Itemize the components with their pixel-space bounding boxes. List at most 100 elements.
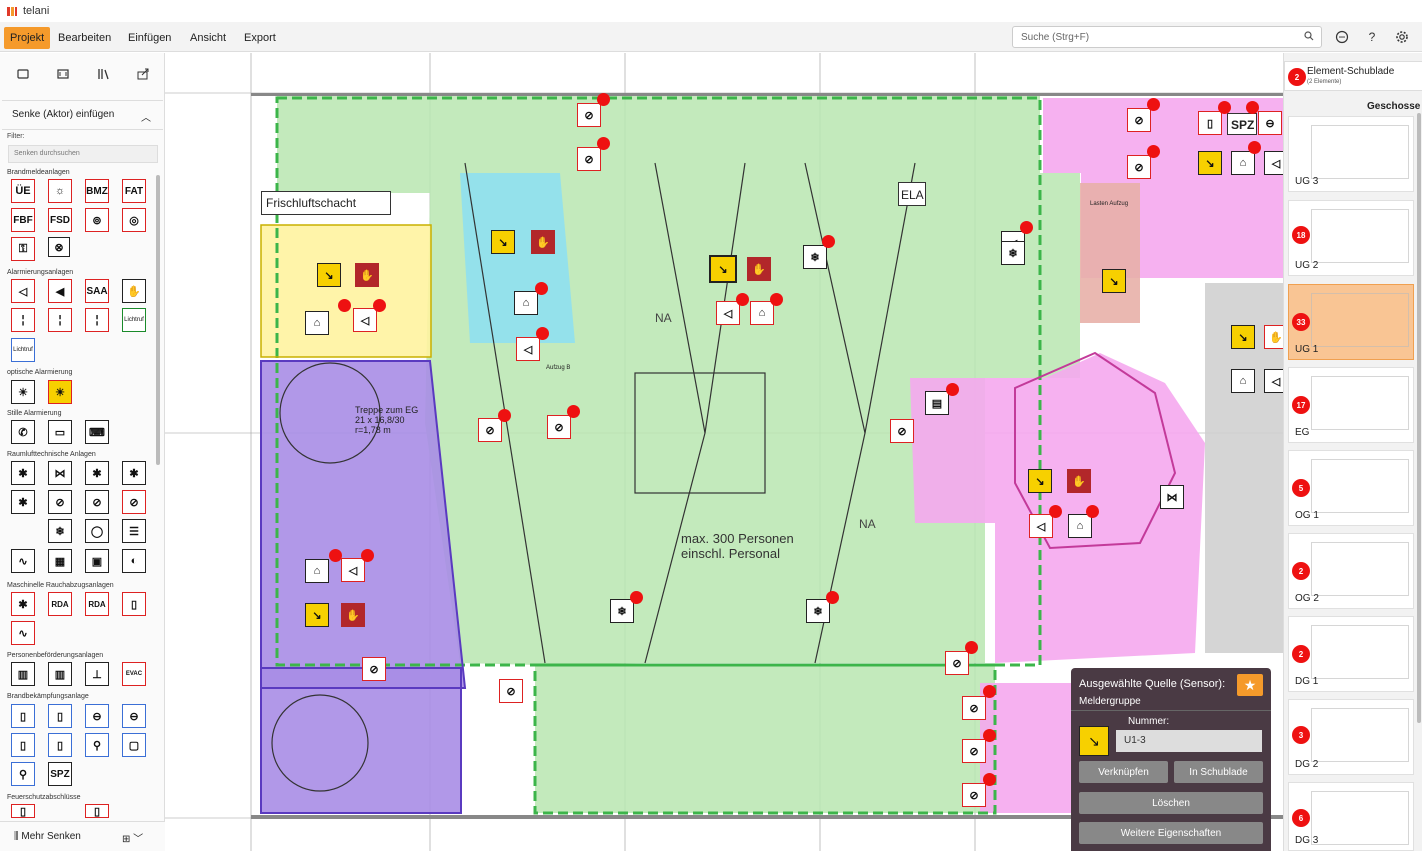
plan-damper-12[interactable]: ⊘ — [962, 739, 986, 763]
plan-detector-1[interactable]: ↘ — [491, 230, 515, 254]
plan-damper-9[interactable]: ⊘ — [1127, 108, 1151, 132]
valve2-symbol-icon[interactable]: ⊘ — [85, 490, 109, 514]
left-scrollbar[interactable] — [156, 175, 160, 465]
antenna-symbol-icon[interactable]: ⊚ — [85, 208, 109, 232]
symbol-rda[interactable]: RDA — [48, 592, 72, 616]
filter-input[interactable]: Senken durchsuchen — [8, 145, 158, 163]
pump-symbol-icon[interactable]: ▢ — [122, 733, 146, 757]
share-icon[interactable] — [136, 67, 152, 83]
symbol-saa[interactable]: SAA — [85, 279, 109, 303]
floor-ug3[interactable]: UG 3 — [1288, 116, 1414, 192]
rda-fan-symbol-icon[interactable]: ✱ — [11, 592, 35, 616]
plan-speaker-1[interactable]: ◁ — [716, 301, 740, 325]
dial-symbol-icon[interactable]: ◐ — [122, 549, 146, 573]
plan-speaker-3[interactable]: ◁ — [516, 337, 540, 361]
plan-damper-11[interactable]: ⊘ — [962, 696, 986, 720]
valve3-symbol-icon[interactable]: ⊘ — [122, 490, 146, 514]
plan-damper-6[interactable]: ⊘ — [499, 679, 523, 703]
circle-symbol-icon[interactable]: ◯ — [85, 519, 109, 543]
sprinkler2-symbol-icon[interactable]: ▯ — [48, 704, 72, 728]
plan-detector-3[interactable]: ↘ — [305, 603, 329, 627]
plan-damper-3[interactable]: ⊘ — [478, 418, 502, 442]
plan-speaker-2[interactable]: ◁ — [353, 308, 377, 332]
signal-red-symbol-icon[interactable]: ¦ — [11, 308, 35, 332]
plan-speaker-6[interactable]: ◁ — [1264, 151, 1283, 175]
elevator2-symbol-icon[interactable]: ▥ — [48, 662, 72, 686]
plan-damper-4[interactable]: ⊘ — [547, 415, 571, 439]
valve-blue2-symbol-icon[interactable]: ⊖ — [122, 704, 146, 728]
plan-lamp-4[interactable]: ⌂ — [305, 559, 329, 583]
plan-lamp-1[interactable]: ⌂ — [750, 301, 774, 325]
extinguisher-symbol-icon[interactable]: ⚲ — [85, 733, 109, 757]
nummer-input[interactable]: U1-3 — [1116, 730, 1262, 752]
flash-symbol-icon[interactable]: ☀ — [11, 380, 35, 404]
door-symbol-icon[interactable]: ▯ — [11, 804, 35, 818]
mehr-senken-button[interactable]: ⫼ Mehr Senken — [14, 831, 81, 842]
plan-detector-4[interactable]: ↘ — [1028, 469, 1052, 493]
symbol-lichtruf-2[interactable]: Lichtruf — [11, 338, 35, 362]
damper-symbol-icon[interactable]: ⋈ — [48, 461, 72, 485]
heater-symbol-icon[interactable]: ▦ — [48, 549, 72, 573]
element-drawer[interactable]: 2 Element-Schublade (2 Elemente) — [1284, 61, 1422, 91]
plan-damper-13[interactable]: ⊘ — [962, 783, 986, 807]
plan-fire-button-6[interactable]: ✋ — [1264, 325, 1283, 349]
plan-lamp-7[interactable]: ⌂ — [1231, 369, 1255, 393]
lamp-symbol-icon[interactable]: ☼ — [48, 179, 72, 203]
select-tool-icon[interactable] — [16, 67, 32, 83]
fan3-symbol-icon[interactable]: ✱ — [122, 461, 146, 485]
plan-fire-button-3[interactable]: ✋ — [355, 263, 379, 287]
box-symbol-icon[interactable]: ▣ — [85, 549, 109, 573]
hydrant2-symbol-icon[interactable]: ▯ — [48, 733, 72, 757]
valve-symbol-icon[interactable]: ⊘ — [48, 490, 72, 514]
plan-fire-button-2[interactable]: ✋ — [747, 257, 771, 281]
door2-symbol-icon[interactable]: ▯ — [85, 804, 109, 818]
spz-symbol[interactable]: SPZ — [1227, 113, 1257, 135]
plan-damper-2[interactable]: ⊘ — [577, 147, 601, 171]
plan-speaker-5[interactable]: ◁ — [1029, 514, 1053, 538]
menu-bearbeiten[interactable]: Bearbeiten — [58, 32, 112, 44]
escalator-symbol-icon[interactable]: ⊥ — [85, 662, 109, 686]
plan-speaker-7[interactable]: ◁ — [1264, 369, 1283, 393]
grid-view-icon[interactable]: ⊞ ﹀ — [122, 834, 144, 845]
signal-green-symbol-icon[interactable]: ¦ — [48, 308, 72, 332]
plan-detector-5[interactable]: ↘ — [1198, 151, 1222, 175]
fit-view-icon[interactable] — [56, 67, 72, 83]
rda-wave-symbol-icon[interactable]: ∿ — [11, 621, 35, 645]
plan-speaker-4[interactable]: ◁ — [341, 558, 365, 582]
plan-detector-6[interactable]: ↘ — [1102, 269, 1126, 293]
right-scrollbar[interactable] — [1417, 113, 1421, 723]
hand-symbol-icon[interactable]: ✋ — [122, 279, 146, 303]
menu-einfuegen[interactable]: Einfügen — [128, 32, 172, 44]
plan-fire-button-1[interactable]: ✋ — [531, 230, 555, 254]
elevator-symbol-icon[interactable]: ▥ — [11, 662, 35, 686]
plan-damper-1[interactable]: ⊘ — [577, 103, 601, 127]
ela-symbol[interactable]: ELA — [898, 182, 926, 206]
fan-symbol-icon[interactable]: ✱ — [11, 461, 35, 485]
symbol-fbf[interactable]: FBF — [11, 208, 35, 232]
weitere-eigenschaften-button[interactable]: Weitere Eigenschaften — [1079, 822, 1263, 844]
menu-projekt[interactable]: Projekt — [4, 27, 51, 49]
plan-damper-7[interactable]: ⊘ — [945, 651, 969, 675]
panel-symbol-icon[interactable]: ⊗ — [48, 237, 70, 257]
in-schublade-button[interactable]: In Schublade — [1174, 761, 1263, 783]
menu-export[interactable]: Export — [244, 32, 276, 44]
library-icon[interactable] — [96, 67, 112, 83]
plan-box-1[interactable]: ▯ — [1198, 111, 1222, 135]
plan-snowflake-1[interactable]: ❄ — [803, 245, 827, 269]
plan-fan-1[interactable]: ⋈ — [1160, 485, 1184, 509]
senke-section-header[interactable]: Senke (Aktor) einfügen ︿ — [2, 100, 163, 130]
symbol-spz[interactable]: SPZ — [48, 762, 72, 786]
plan-lamp-5[interactable]: ⌂ — [1068, 514, 1092, 538]
symbol-ue[interactable]: ÜE — [11, 179, 35, 203]
plan-snowflake-2[interactable]: ❄ — [1001, 241, 1025, 265]
fan4-symbol-icon[interactable]: ✱ — [11, 490, 35, 514]
fan2-symbol-icon[interactable]: ✱ — [85, 461, 109, 485]
horn-symbol-icon[interactable]: ◀ — [48, 279, 72, 303]
phone-symbol-icon[interactable]: ✆ — [11, 420, 35, 444]
